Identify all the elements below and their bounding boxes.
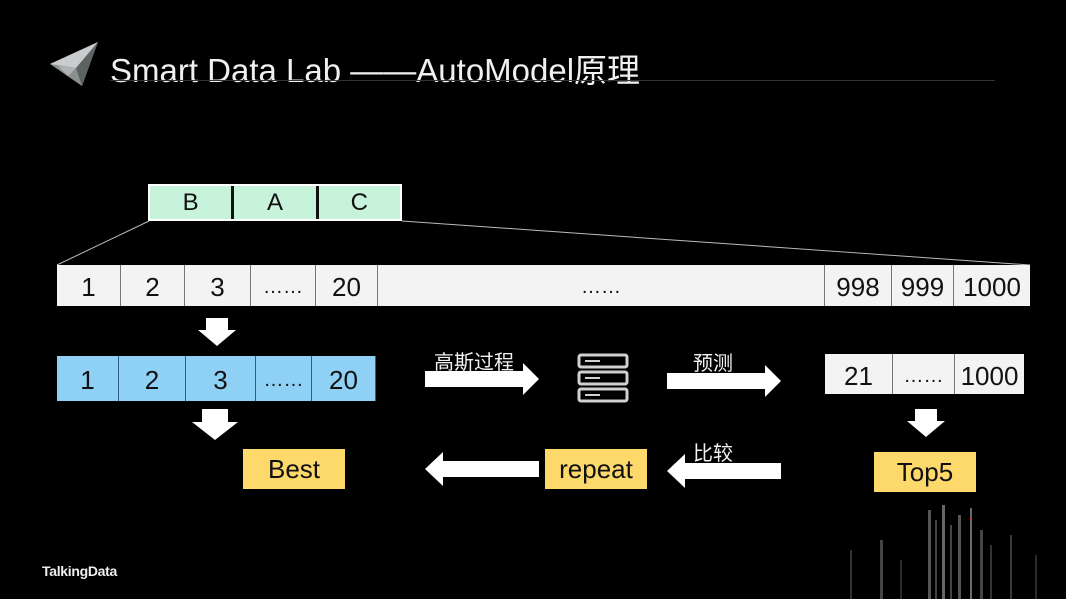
top5-box: Top5 (874, 452, 976, 492)
full-cell: 1000 (963, 272, 1021, 302)
sample-cell: …… (256, 356, 312, 401)
brand-footer: TalkingData (42, 563, 118, 579)
predict-label: 预测 (693, 353, 733, 375)
arrow-left-icon (425, 452, 539, 486)
talkingdata-logo-icon (50, 42, 98, 86)
sample-row: 1 2 3 …… 20 (57, 356, 376, 401)
arrow-right-icon (425, 363, 539, 395)
full-cell: 999 (892, 265, 954, 306)
arrow-right-icon (667, 365, 781, 397)
full-cell: 998 (825, 265, 892, 306)
segment-a: A (234, 186, 319, 219)
predict-cell: 1000 (960, 360, 1019, 391)
best-box: Best (243, 449, 345, 489)
sample-cell: 20 (312, 356, 376, 401)
predict-cell: 21 (825, 354, 893, 394)
predict-cell: …… (893, 354, 955, 394)
full-parameter-row: 1 2 3 …… 20 …… 998 999 1000 (57, 265, 1030, 306)
full-cell: 3 (185, 265, 251, 306)
gaussian-process-label: 高斯过程 (434, 352, 514, 374)
sample-cell: 1 (57, 356, 119, 401)
arrow-down-icon (192, 409, 238, 440)
arrow-down-icon (907, 409, 945, 437)
full-cell: 20 (316, 265, 378, 306)
full-cell: 2 (121, 265, 185, 306)
sample-cell: 3 (186, 356, 256, 401)
predict-row: 21 …… 1000 (825, 354, 1024, 394)
repeat-box: repeat (545, 449, 647, 489)
title-divider (110, 80, 995, 81)
arrow-down-icon (198, 318, 236, 346)
full-cell: …… (378, 265, 825, 306)
segment-row: B A C (148, 184, 402, 221)
segment-b: B (150, 186, 235, 219)
full-cell: 1 (57, 265, 121, 306)
sample-cell: 2 (119, 356, 186, 401)
full-cell: …… (251, 265, 316, 306)
server-icon (577, 353, 629, 403)
skyline-decoration (850, 505, 1037, 599)
page-title: Smart Data Lab ——AutoModel原理 (110, 52, 641, 89)
segment-c: C (350, 188, 368, 216)
arrow-left-icon (667, 454, 781, 488)
compare-label: 比较 (693, 443, 733, 465)
